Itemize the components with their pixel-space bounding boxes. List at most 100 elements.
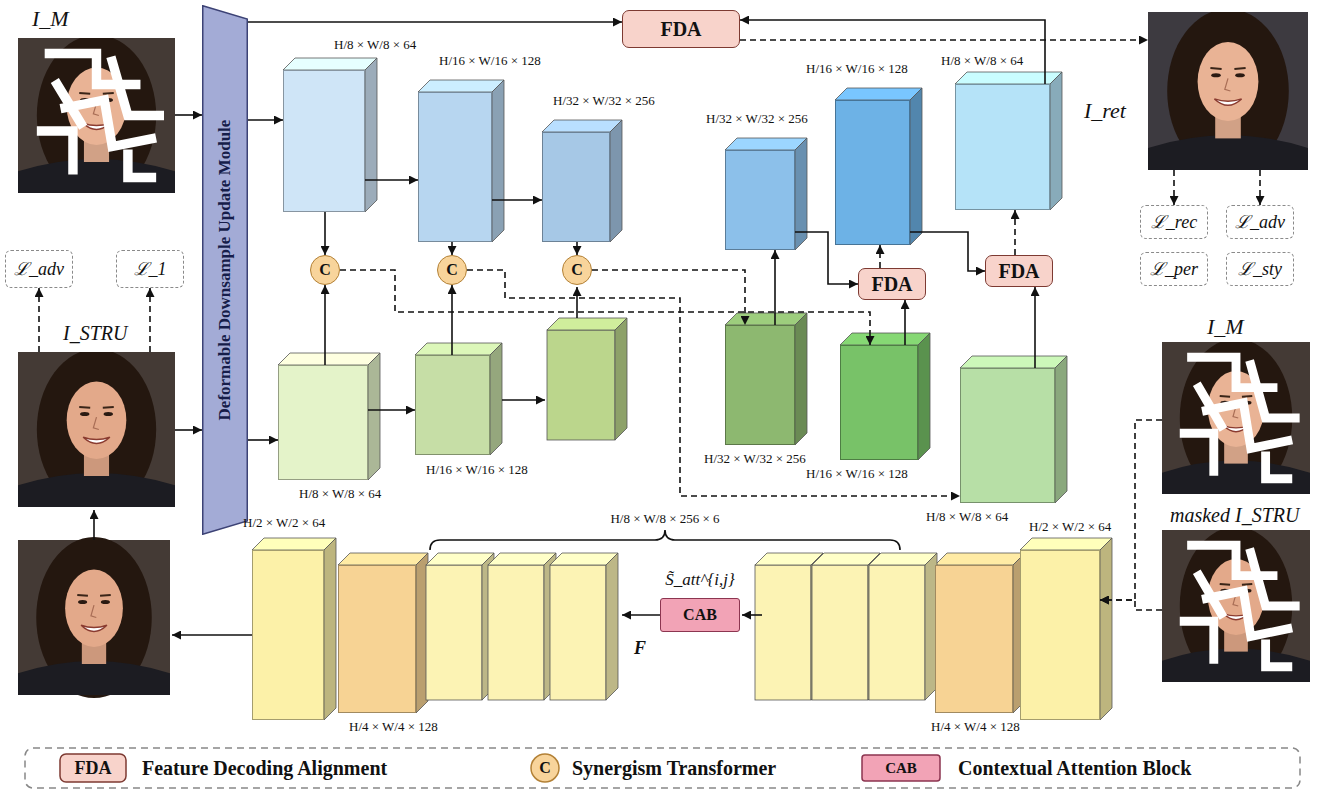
fda-box: FDA (985, 255, 1053, 287)
connector (904, 300, 906, 345)
image-label: I_M (1207, 314, 1244, 340)
attention-box: CAB (660, 598, 740, 632)
block-side-face (1055, 356, 1067, 503)
feature-map: H/16 × W/16 × 128 (415, 355, 490, 455)
block-side-face (324, 538, 336, 720)
brow (100, 594, 111, 597)
photo-illustration (1148, 12, 1308, 170)
dimension-label: H/8 × W/8 × 64 (334, 37, 416, 53)
smile (83, 437, 110, 443)
connector (1014, 210, 1016, 255)
legend-circle-sample (531, 754, 559, 782)
block-top-face (418, 80, 504, 92)
feature-map (869, 565, 925, 700)
connector (248, 21, 622, 23)
block-top-face (415, 343, 502, 355)
dimension-text: H/32 × W/32 × 256 (553, 93, 655, 108)
feature-map: H/8 × W/8 × 64 (278, 365, 368, 480)
face (1198, 42, 1259, 121)
photo-illustration (1162, 342, 1310, 494)
mask-stroke (1184, 621, 1214, 659)
mask-stroke (112, 61, 159, 115)
block-top-face (725, 138, 807, 150)
feature-map: H/4 × W/4 × 128 (935, 565, 1013, 713)
bracket (430, 530, 900, 550)
shoulders (18, 661, 170, 695)
connector (451, 285, 453, 355)
dimension-label: H/4 × W/4 × 128 (931, 719, 1020, 735)
image-symbol: I_STRU (63, 322, 127, 344)
module-title: Deformable Downsample Update Module (202, 5, 248, 535)
dimension-label: H/32 × W/32 × 256 (553, 93, 655, 109)
box-label: FDA (871, 273, 912, 296)
connector (175, 429, 202, 431)
connector (1100, 420, 1162, 600)
block-side-face (1050, 72, 1062, 210)
feature-map: H/8 × W/8 × 64 (955, 84, 1050, 210)
connector (368, 409, 415, 411)
mask-stroke (1266, 456, 1288, 479)
block-top-face (725, 313, 807, 325)
block-faces (252, 58, 1112, 720)
legend-entry: Contextual Attention Block (958, 757, 1191, 780)
feature-map: H/32 × W/32 × 256 (725, 150, 795, 250)
feature-map: H/32 × W/32 × 256 (542, 132, 610, 242)
dimension-text: H/16 × W/16 × 128 (439, 53, 541, 68)
feature-map: H/32 × W/32 × 256 (725, 325, 795, 445)
mask-stroke (57, 85, 81, 124)
block-side-face (610, 120, 622, 242)
block-side-face (615, 318, 627, 440)
dimension-label: H/32 × W/32 × 256 (706, 111, 808, 127)
feature-map (426, 565, 482, 700)
box-label: C (571, 261, 583, 279)
eye (104, 412, 113, 416)
photo-illustration (1162, 530, 1310, 682)
block-top-face (547, 318, 627, 330)
brow (1242, 583, 1252, 586)
transformer-circle: C (310, 255, 340, 285)
connector (324, 212, 326, 255)
legend-cab-sample (862, 755, 940, 781)
image-label: I_ret (1084, 98, 1126, 124)
loss-box: ℒ_adv (5, 250, 73, 288)
connector (149, 288, 151, 352)
loss-box: ℒ_sty (1226, 252, 1294, 286)
feature-map: H/2 × W/2 × 64 (252, 550, 324, 720)
dimension-text: H/4 × W/4 × 128 (349, 719, 438, 734)
box-label: FDA (660, 18, 701, 41)
image-label: I_M (32, 6, 69, 32)
feature-map: H/2 × W/2 × 64 (1020, 550, 1100, 720)
symbol-label: F (634, 638, 646, 659)
image-symbol: masked I_STRU (1170, 504, 1299, 526)
nose (93, 417, 98, 429)
box-label: C (446, 261, 458, 279)
dimension-text: H/8 × W/8 × 64 (926, 509, 1008, 524)
image-label: I_STRU (63, 322, 127, 345)
feature-map (488, 565, 544, 700)
brow (1220, 583, 1230, 586)
brow (79, 406, 90, 409)
fda-box: FDA (622, 10, 740, 48)
dimension-text: H/16 × W/16 × 128 (806, 466, 908, 481)
block-side-face (918, 333, 930, 460)
mask-stroke (1251, 365, 1295, 418)
block-top-face (338, 553, 428, 565)
brow (103, 406, 114, 409)
restored-structure-image (18, 537, 170, 698)
loss-box: ℒ_per (1140, 252, 1208, 286)
mask-stroke (49, 54, 135, 85)
module-trapezoid: Deformable Downsample Update Module (202, 5, 248, 535)
feature-map: H/8 × W/8 × 64 (283, 70, 365, 212)
feature-map (755, 565, 811, 700)
shoulders (1148, 135, 1308, 170)
dimension-label: H/2 × W/2 × 64 (243, 515, 325, 531)
dimension-label: H/8 × W/8 × 64 (926, 509, 1008, 525)
dimension-text: H/8 × W/8 × 64 (299, 486, 381, 501)
block-side-face (490, 343, 502, 455)
block-side-face (368, 353, 380, 480)
connector (1173, 170, 1175, 205)
feature-map (547, 330, 615, 440)
block-top-face (955, 72, 1062, 84)
flow-arrow (742, 614, 762, 616)
loss-box: ℒ_adv (1226, 205, 1294, 239)
